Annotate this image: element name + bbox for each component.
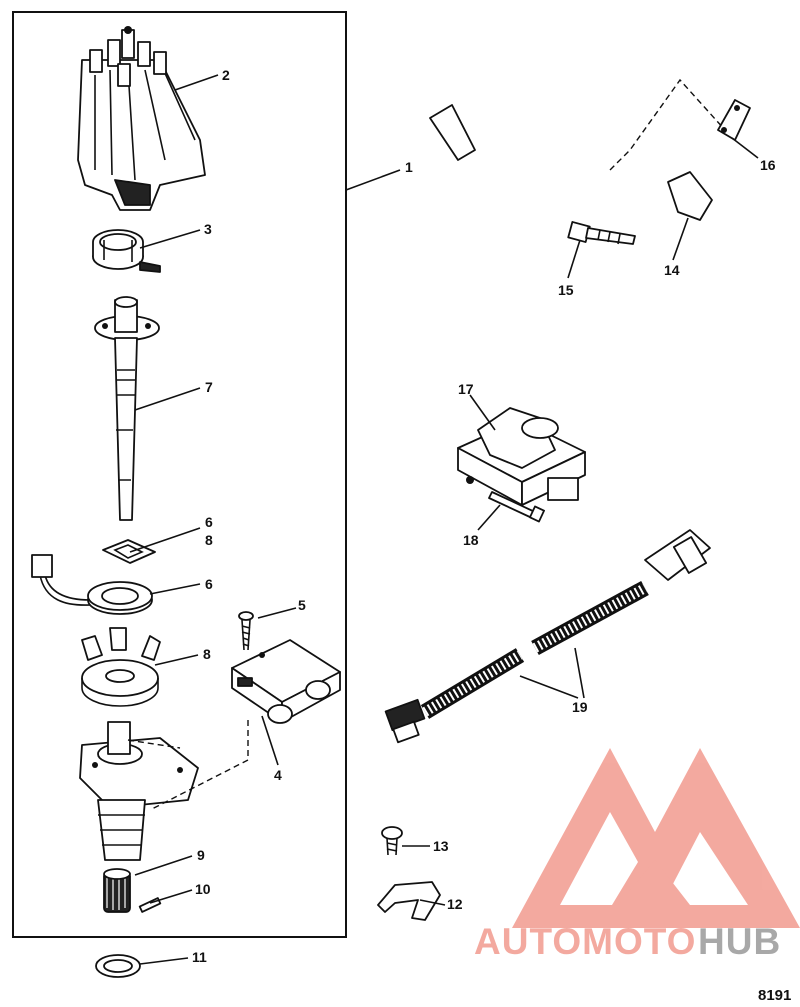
callout-14: 14 (664, 262, 680, 278)
callout-4: 4 (274, 767, 282, 783)
spark-plug (567, 221, 636, 245)
drive-gear (103, 868, 131, 913)
callout-10: 10 (195, 881, 211, 897)
gasket-shim (102, 539, 156, 564)
callout-13: 13 (433, 838, 449, 854)
leader-lines (129, 74, 759, 965)
ignition-module (231, 639, 341, 724)
watermark-logo: AUTOMOTO HUB (474, 748, 800, 962)
callout-5: 5 (298, 597, 306, 613)
alignment-dash-wire (609, 78, 726, 171)
distributor-assembly-frame (12, 11, 347, 938)
coil-wire (429, 104, 713, 221)
alignment-dash-module (149, 720, 249, 811)
callout-2: 2 (222, 67, 230, 83)
callout-11: 11 (192, 949, 207, 965)
callout-1: 1 (405, 159, 413, 175)
wiring-harness (384, 529, 711, 744)
callout-19: 19 (572, 699, 588, 715)
callout-17: 17 (458, 381, 474, 397)
rotor (92, 229, 161, 273)
callout-15: 15 (558, 282, 574, 298)
callout-7: 7 (205, 379, 213, 395)
watermark-text-hub: HUB (698, 921, 781, 962)
figure-number: 8191 (758, 987, 791, 1004)
washer (95, 954, 141, 978)
callout-8b: 8 (203, 646, 211, 662)
callout-9: 9 (197, 847, 205, 863)
module-screw (238, 611, 254, 651)
pole-piece (81, 627, 161, 707)
hold-down-clamp (377, 881, 441, 921)
watermark-text-main: AUTOMOTO (474, 921, 696, 962)
alignment-dash-housing (127, 739, 181, 749)
callout-labels: 1 2 3 4 5 6 8 6 7 8 9 10 11 12 13 14 15 … (192, 67, 776, 965)
callout-3: 3 (204, 221, 212, 237)
callout-16: 16 (760, 157, 776, 173)
wire-clip (717, 99, 751, 141)
callout-8a: 8 (205, 532, 213, 548)
coil-bolt (488, 491, 545, 523)
callout-18: 18 (463, 532, 479, 548)
distributor-cap (77, 26, 206, 211)
ignition-coil (457, 407, 586, 506)
distributor-shaft (94, 296, 160, 521)
distributor-housing (79, 721, 199, 861)
callout-6b: 6 (205, 576, 213, 592)
callout-12: 12 (447, 896, 463, 912)
pickup-coil (31, 554, 153, 615)
small-bolt (381, 826, 403, 856)
callout-6a: 6 (205, 514, 213, 530)
